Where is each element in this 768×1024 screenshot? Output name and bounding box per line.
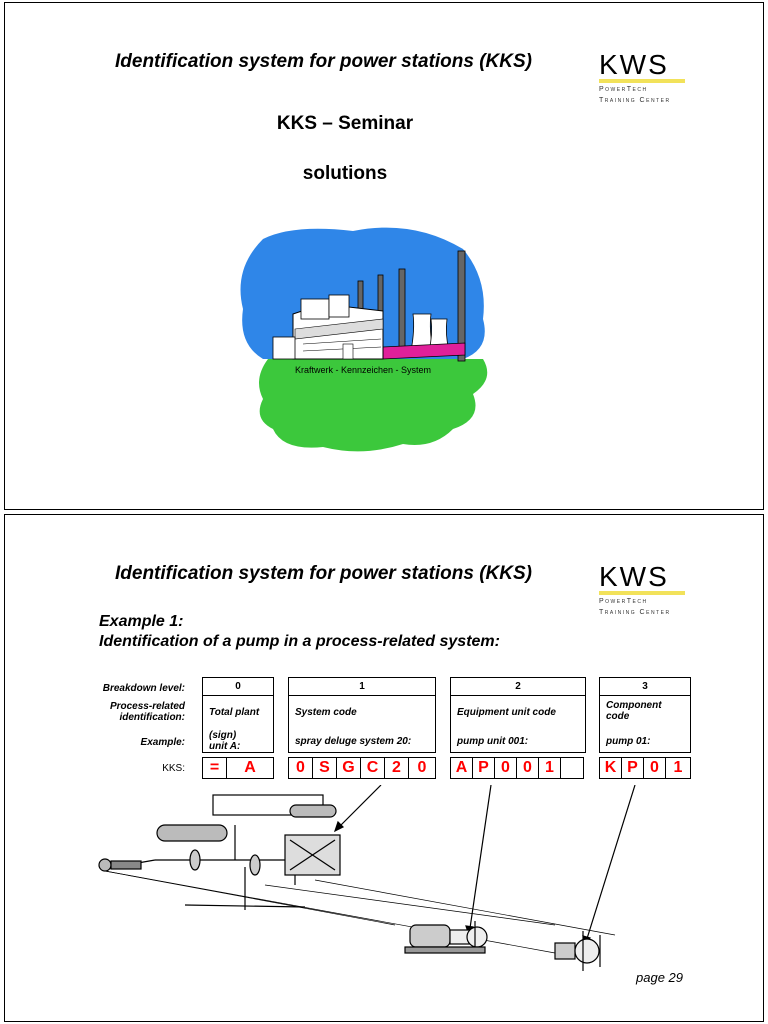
logo-line-1: PowerTech bbox=[599, 86, 648, 93]
solutions-heading: solutions bbox=[302, 163, 388, 184]
kws-logo: KWS PowerTech Training Center bbox=[599, 49, 689, 104]
kks-char: 0 bbox=[644, 758, 666, 778]
logo-line-2: Training Center bbox=[599, 97, 671, 104]
kks-char: K bbox=[600, 758, 622, 778]
example-subtitle: Identification of a pump in a process-re… bbox=[99, 633, 500, 650]
level-identification: Total plant bbox=[209, 707, 260, 718]
kks-char: 2 bbox=[385, 758, 409, 778]
level-example: pump unit 001: bbox=[457, 736, 529, 747]
kks-char: 0 bbox=[417, 759, 427, 776]
logo-accent-bar bbox=[599, 591, 685, 595]
slide-2: Identification system for power stations… bbox=[4, 514, 764, 1022]
level-1-box: 1 System code spray deluge system 20: bbox=[288, 677, 436, 753]
level-identification: Equipment unit code bbox=[457, 707, 556, 718]
kks-char: 0 bbox=[289, 758, 313, 778]
example-title: Example 1: bbox=[99, 613, 184, 630]
level-identification-line-2: code bbox=[606, 711, 630, 722]
kks-char: 0 bbox=[517, 758, 539, 778]
level-identification-line-1: Component bbox=[606, 700, 662, 711]
kks-char: 1 bbox=[539, 758, 561, 778]
level-0-box: 0 Total plant (sign) unit A: bbox=[202, 677, 274, 753]
kks-char: 0 bbox=[495, 758, 517, 778]
level-example: spray deluge system 20: bbox=[295, 736, 412, 747]
level-2-box: 2 Equipment unit code pump unit 001: bbox=[450, 677, 586, 753]
logo-line-1: PowerTech bbox=[599, 598, 648, 605]
level-example: pump 01: bbox=[606, 736, 651, 747]
breakdown-level-label: Breakdown level: bbox=[102, 683, 185, 694]
level-example-line-2: unit A: bbox=[209, 741, 241, 752]
kks-char: A bbox=[244, 759, 256, 776]
kks-char: S bbox=[313, 758, 337, 778]
kks-char bbox=[561, 758, 583, 778]
level-3-box: 3 Component code pump 01: bbox=[599, 677, 691, 753]
process-related-label-2: identification: bbox=[119, 712, 185, 723]
arrow-to-pump-unit bbox=[468, 785, 492, 936]
level-number: 0 bbox=[203, 678, 273, 696]
power-plant-clipart: Kraftwerk - Kennzeichen - System bbox=[233, 219, 493, 459]
logo-text: KWS bbox=[599, 49, 669, 80]
kks-code-level-1: 0 S G C 2 0 bbox=[288, 757, 436, 779]
pump-drawing bbox=[554, 931, 601, 971]
logo-text: KWS bbox=[599, 561, 669, 592]
logo-line-2: Training Center bbox=[599, 609, 671, 616]
slide-title: Identification system for power stations… bbox=[115, 51, 532, 72]
page-number: page 29 bbox=[636, 970, 683, 985]
kks-char: = bbox=[203, 758, 227, 778]
kks-char: A bbox=[451, 758, 473, 778]
level-number: 2 bbox=[451, 678, 585, 696]
process-related-label-1: Process-related bbox=[109, 701, 185, 712]
kks-code-level-2: A P 0 0 1 bbox=[450, 757, 584, 779]
kks-char: P bbox=[473, 758, 495, 778]
slide-1: Identification system for power stations… bbox=[4, 2, 764, 510]
kws-logo: KWS PowerTech Training Center bbox=[599, 561, 689, 616]
kks-label: KKS: bbox=[162, 763, 185, 774]
clipart-caption: Kraftwerk - Kennzeichen - System bbox=[294, 365, 432, 375]
kks-code-level-0: = A bbox=[202, 757, 274, 779]
seminar-heading: KKS – Seminar bbox=[276, 113, 414, 134]
level-number: 3 bbox=[600, 678, 690, 696]
kks-code-level-3: K P 0 1 bbox=[599, 757, 691, 779]
example-label: Example: bbox=[140, 737, 185, 748]
kks-char: G bbox=[337, 758, 361, 778]
power-plant-illustration bbox=[240, 227, 488, 452]
arrow-to-pump bbox=[584, 785, 636, 946]
level-example-line-1: (sign) bbox=[209, 730, 237, 741]
arrow-to-system bbox=[334, 785, 382, 832]
slide-title: Identification system for power stations… bbox=[115, 563, 532, 584]
kks-char: C bbox=[361, 758, 385, 778]
logo-accent-bar bbox=[599, 79, 685, 83]
level-identification: System code bbox=[295, 707, 357, 718]
pump-unit-drawing bbox=[404, 921, 488, 954]
kks-char: 1 bbox=[673, 759, 683, 776]
kks-char: P bbox=[622, 758, 644, 778]
process-system-diagram bbox=[98, 785, 636, 971]
level-number: 1 bbox=[289, 678, 435, 696]
